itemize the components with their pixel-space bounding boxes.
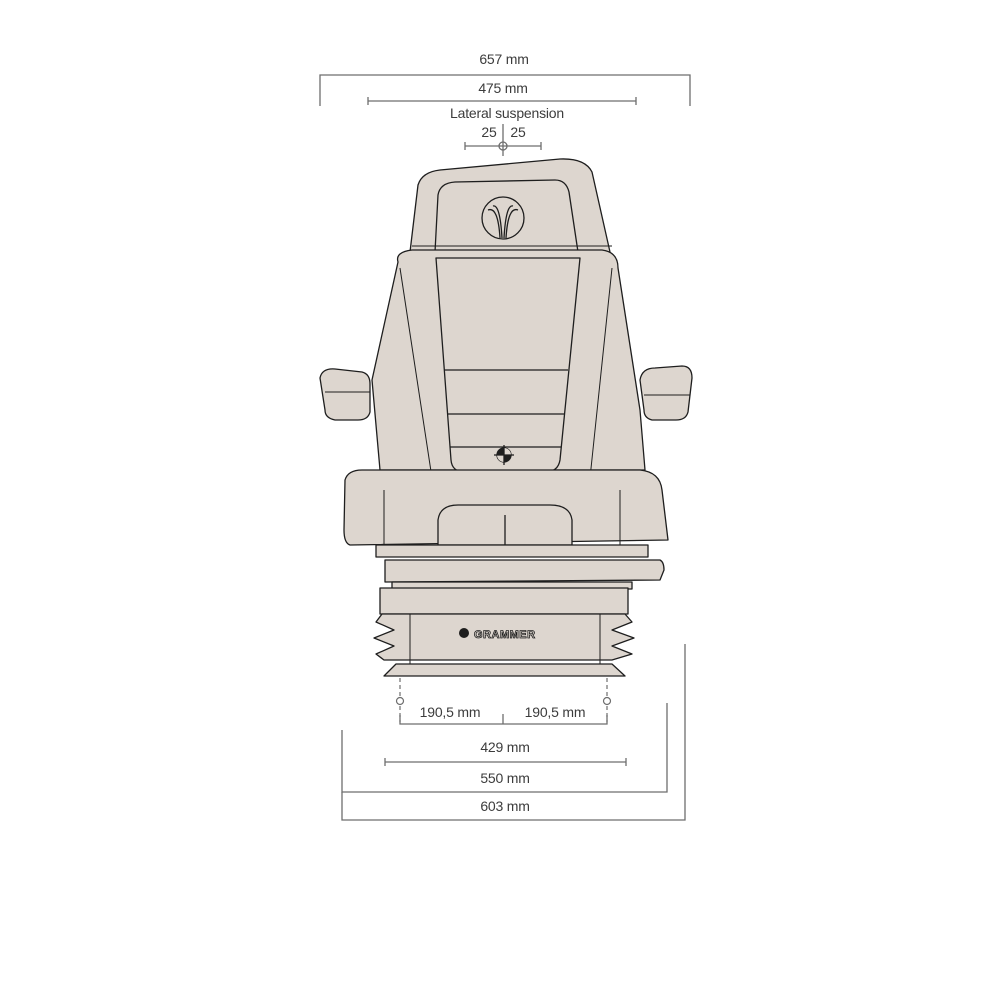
dimension-190-5 <box>399 714 608 725</box>
label-base-width: 429 mm <box>480 739 530 755</box>
armrest-left <box>319 368 371 421</box>
suspension-base-plate <box>383 663 626 677</box>
brand-logo-icon <box>481 196 525 240</box>
label-mount-left: 190,5 mm <box>419 704 481 720</box>
label-lateral-suspension: Lateral suspension <box>450 105 564 121</box>
dimension-475 <box>367 97 637 105</box>
grammer-logo-icon <box>459 628 469 638</box>
seat-body <box>319 158 693 677</box>
mount-points <box>395 678 612 722</box>
dimension-550 <box>341 703 668 793</box>
slide-rail <box>375 544 649 558</box>
label-width-550: 550 mm <box>480 770 530 786</box>
svg-text:GRAMMER: GRAMMER <box>474 629 536 641</box>
dimension-657 <box>319 74 691 106</box>
mechanism-tray <box>384 559 665 583</box>
label-overall-width: 657 mm <box>479 51 529 67</box>
label-width-603: 603 mm <box>480 798 530 814</box>
suspension-bellows <box>373 613 635 661</box>
lateral-suspension-marker <box>464 124 542 156</box>
dimension-429 <box>384 758 627 766</box>
label-mount-right: 190,5 mm <box>524 704 586 720</box>
label-backrest-width: 475 mm <box>478 80 528 96</box>
backrest-center-panel <box>435 257 581 473</box>
suspension-top-plate <box>379 587 629 615</box>
center-point-icon <box>494 445 514 465</box>
label-lateral-left: 25 <box>481 124 497 140</box>
label-lateral-right: 25 <box>510 124 526 140</box>
armrest-right <box>639 365 693 421</box>
dimension-603 <box>341 644 686 821</box>
